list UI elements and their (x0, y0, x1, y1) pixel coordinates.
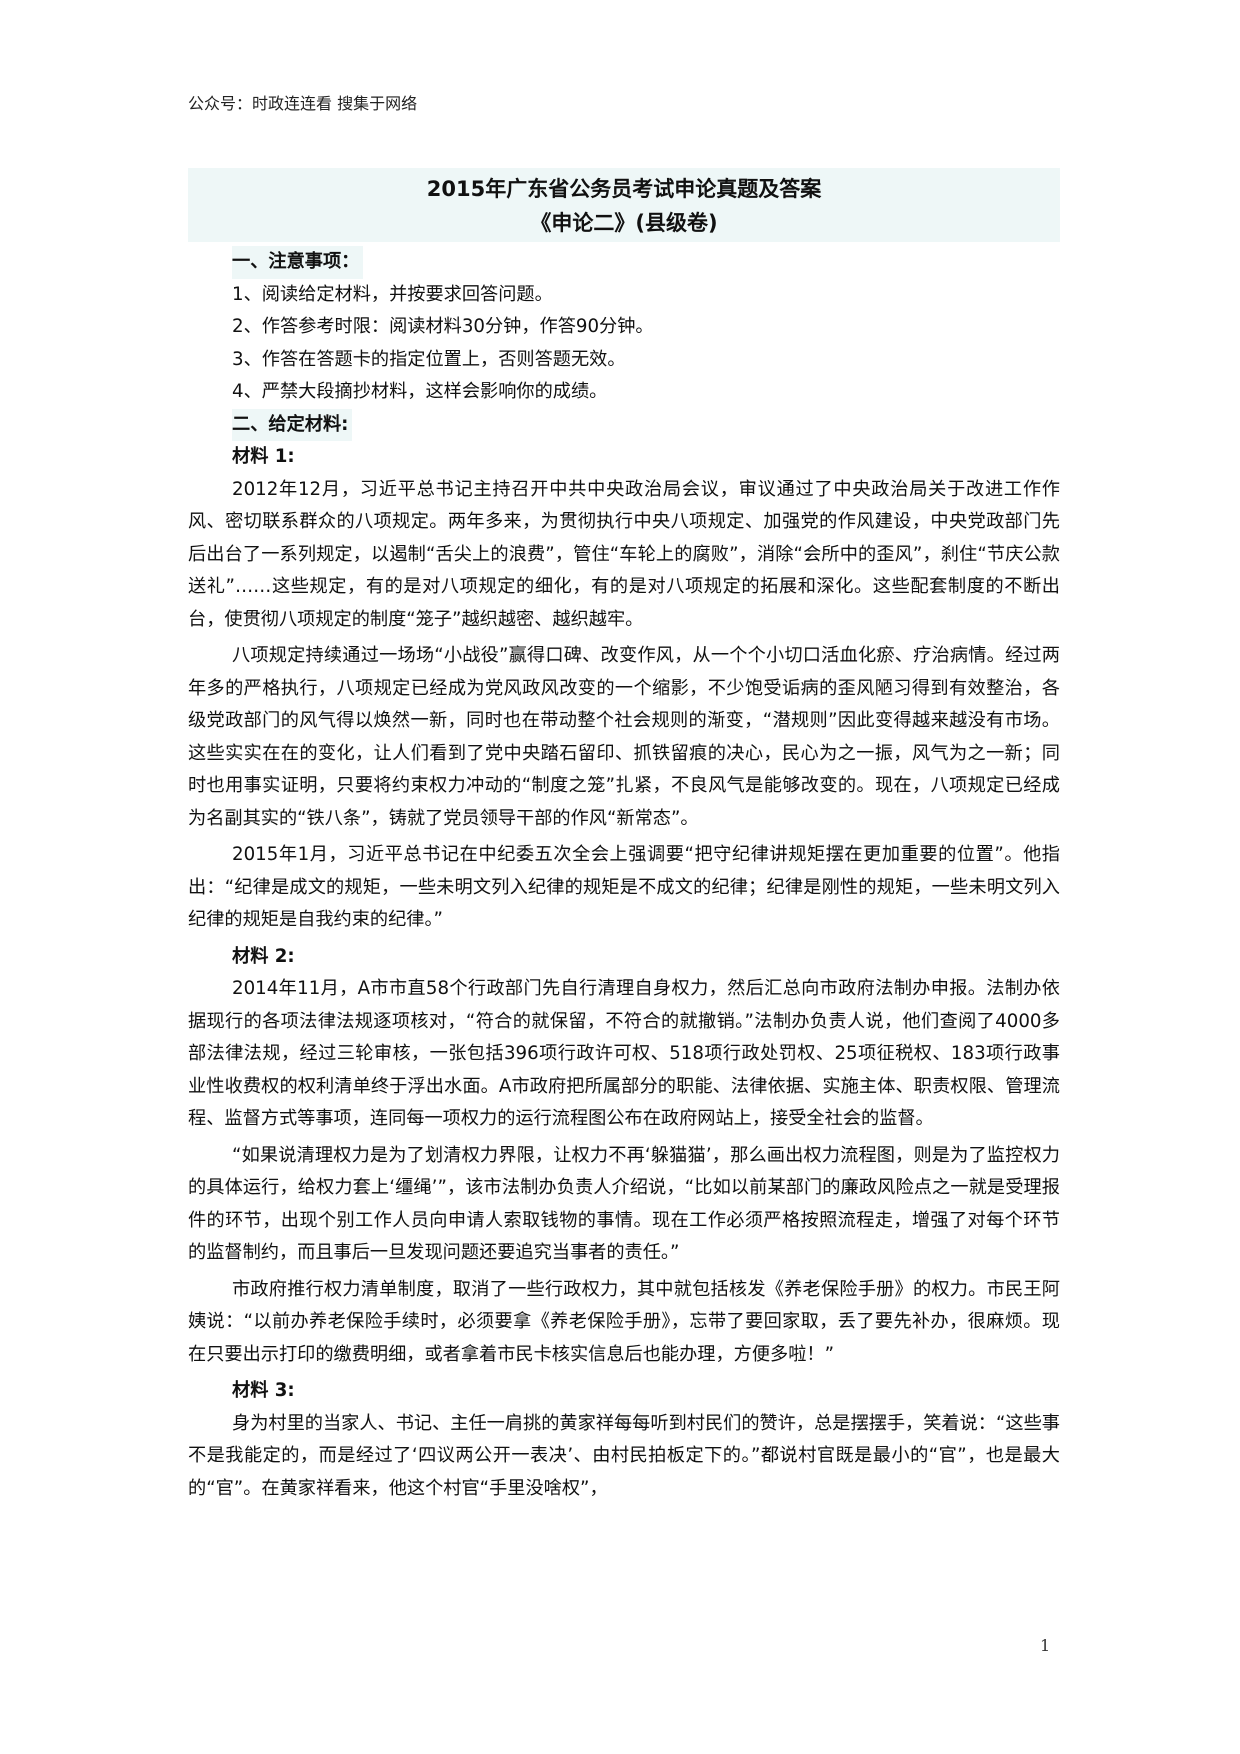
material-1-paragraph: 八项规定持续通过一场场“小战役”赢得口碑、改变作风，从一个个小切口活血化瘀、疗治… (188, 645, 1060, 829)
material-2-paragraph: 市政府推行权力清单制度，取消了一些行政权力，其中就包括核发《养老保险手册》的权力… (188, 1278, 1060, 1365)
material-3-label: 材料 3: (232, 1380, 295, 1401)
notice-item: 3、作答在答题卡的指定位置上，否则答题无效。 (232, 348, 626, 370)
title-banner: 2015年广东省公务员考试申论真题及答案 《申论二》(县级卷) (188, 168, 1060, 242)
section-heading-notes: 一、注意事项： (232, 246, 364, 279)
material-2-paragraph: “如果说清理权力是为了划清权力界限，让权力不再‘躲猫猫’，那么画出权力流程图，则… (188, 1144, 1060, 1264)
document-subtitle: 《申论二》(县级卷) (530, 211, 718, 235)
material-3-paragraph: 身为村里的当家人、书记、主任一肩挑的黄家祥每每听到村民们的赞许，总是摆摆手，笑着… (188, 1412, 1060, 1499)
document-body: 一、注意事项： 1、阅读给定材料，并按要求回答问题。 2、作答参考时限：阅读材料… (188, 246, 1060, 1509)
notice-item: 1、阅读给定材料，并按要求回答问题。 (232, 283, 553, 305)
material-1-label: 材料 1: (232, 446, 295, 467)
material-1-paragraph: 2015年1月，习近平总书记在中纪委五次全会上强调要“把守纪律讲规矩摆在更加重要… (188, 844, 1060, 930)
material-2-label: 材料 2: (232, 945, 295, 967)
page-number: 1 (1040, 1636, 1051, 1655)
section-heading-materials: 二、给定材料: (232, 408, 353, 441)
notice-item: 4、严禁大段摘抄材料，这样会影响你的成绩。 (232, 381, 608, 402)
header-note: 公众号：时政连连看 搜集于网络 (188, 94, 418, 113)
material-2-paragraph: 2014年11月，A市市直58个行政部门先自行清理自身权力，然后汇总向市政府法制… (188, 978, 1060, 1129)
document-title: 2015年广东省公务员考试申论真题及答案 (426, 177, 822, 201)
material-1-paragraph: 2012年12月，习近平总书记主持召开中共中央政治局会议，审议通过了中央政治局关… (188, 478, 1060, 630)
notice-item: 2、作答参考时限：阅读材料30分钟，作答90分钟。 (232, 316, 654, 337)
